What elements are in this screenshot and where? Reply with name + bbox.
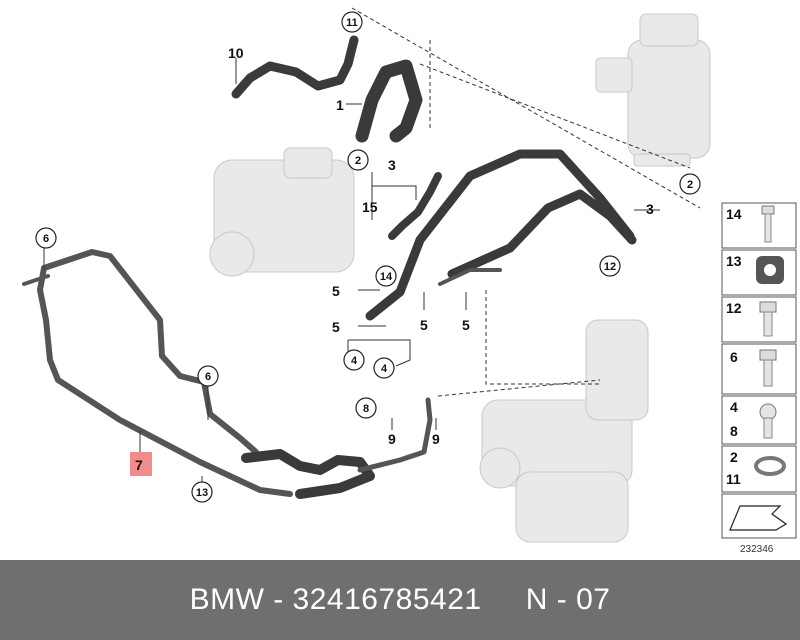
banjo-bolt-icon [759, 403, 777, 439]
callout-6-top: 6 [35, 227, 57, 249]
panel-label-6: 6 [730, 349, 738, 365]
callout-9-a: 9 [388, 431, 396, 447]
power-steering-pump [209, 147, 355, 277]
hose-3-small [388, 172, 442, 240]
bolt-icon [761, 205, 775, 243]
svg-text:11: 11 [346, 17, 358, 29]
svg-text:12: 12 [604, 261, 616, 273]
svg-text:2: 2 [355, 155, 361, 167]
hose-clamp-icon [754, 456, 786, 476]
parts-diagram: 11 2 2 6 6 14 12 4 4 8 13 10 1 3 3 [22, 7, 797, 555]
callout-2-top: 2 [347, 149, 369, 171]
callout-4-right: 4 [373, 357, 395, 379]
bolt-icon [759, 349, 777, 387]
callout-13: 13 [191, 481, 213, 503]
panel-label-8: 8 [730, 423, 738, 439]
steering-gear [479, 319, 649, 543]
panel-label-12: 12 [726, 300, 742, 316]
reservoir-tank [595, 13, 711, 167]
callout-10: 10 [228, 45, 244, 61]
callout-3-right: 3 [646, 201, 654, 217]
svg-text:6: 6 [205, 371, 211, 383]
callout-1: 1 [336, 97, 344, 113]
svg-text:2: 2 [687, 179, 693, 191]
supply-hose-1 [231, 35, 423, 143]
callout-2-right: 2 [679, 173, 701, 195]
callout-5-d: 5 [462, 317, 470, 333]
callout-3-top: 3 [388, 157, 396, 173]
callout-8: 8 [355, 397, 377, 419]
side-parts-panel: 14 13 12 6 4 8 2 11 [721, 202, 797, 555]
svg-text:4: 4 [351, 355, 358, 367]
panel-label-11: 11 [726, 471, 741, 487]
svg-text:14: 14 [380, 271, 393, 283]
svg-text:4: 4 [381, 363, 388, 375]
callout-5-c: 5 [420, 317, 428, 333]
callout-4-left: 4 [343, 349, 365, 371]
callout-12: 12 [599, 255, 621, 277]
pressure-hose-3 [365, 149, 637, 321]
callout-5-a: 5 [332, 283, 340, 299]
part-number-text: BMW - 32416785421 N - 07 [189, 583, 611, 616]
arrow-icon [729, 505, 788, 531]
svg-text:6: 6 [43, 233, 49, 245]
svg-text:8: 8 [363, 403, 369, 415]
callout-11: 11 [341, 11, 363, 33]
callout-5-b: 5 [332, 319, 340, 335]
panel-label-4: 4 [730, 399, 738, 415]
panel-label-14: 14 [726, 206, 742, 222]
diagram-number: 232346 [740, 544, 774, 555]
footer-bar: BMW - 32416785421 N - 07 [0, 560, 800, 640]
bolt-icon [759, 301, 777, 337]
panel-label-13: 13 [726, 253, 742, 269]
lower-hose [241, 397, 433, 499]
callout-9-b: 9 [432, 431, 440, 447]
return-pipe-7 [22, 249, 293, 497]
callout-7-highlight: 7 [130, 452, 152, 476]
callout-14: 14 [375, 265, 397, 287]
rubber-mount-icon [756, 256, 784, 284]
svg-text:7: 7 [135, 457, 143, 473]
svg-text:13: 13 [196, 487, 208, 499]
callout-15: 15 [362, 199, 378, 215]
panel-label-2: 2 [730, 449, 738, 465]
callout-6-mid: 6 [197, 365, 219, 387]
